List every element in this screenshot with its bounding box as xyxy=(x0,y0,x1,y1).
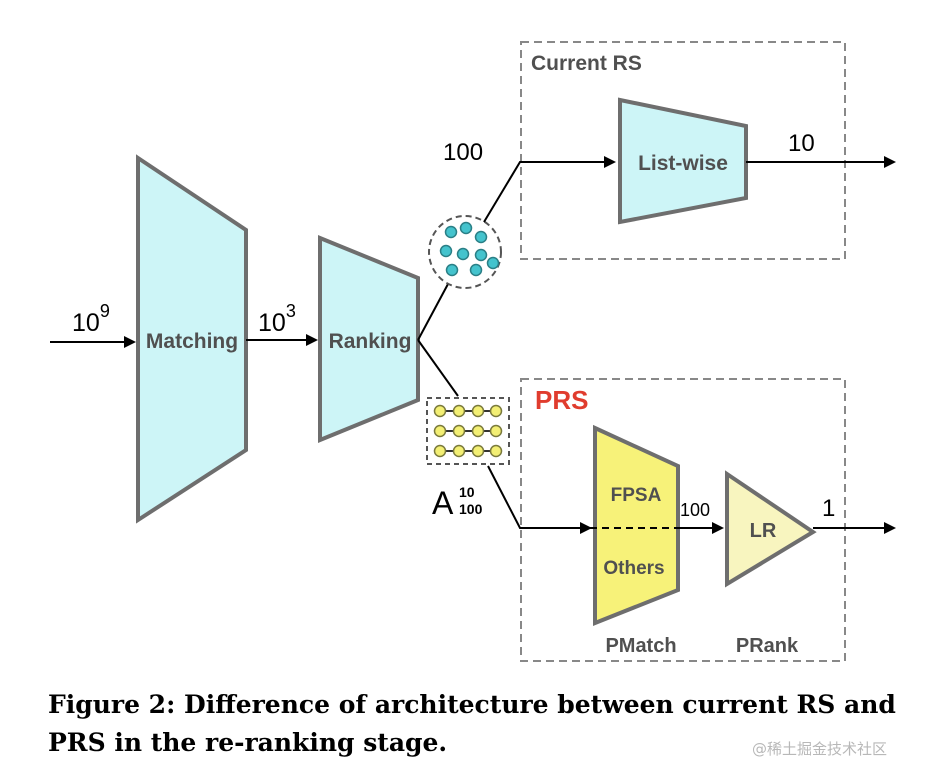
pmatch-name: PMatch xyxy=(605,635,676,657)
matching-label: Matching xyxy=(146,330,238,353)
upper-path xyxy=(483,156,616,223)
ranking-stage xyxy=(318,235,420,443)
prank-name: PRank xyxy=(736,635,799,657)
split-line-lower xyxy=(417,339,459,397)
current-rs-input-count: 100 xyxy=(443,139,483,166)
permutation-items xyxy=(433,404,503,458)
permutation-sub: 100 xyxy=(459,501,483,517)
input-count: 109 xyxy=(72,301,110,337)
prs-title: PRS xyxy=(535,385,588,415)
prs-box xyxy=(520,378,846,662)
ranking-label: Ranking xyxy=(329,330,412,353)
candidate-items xyxy=(439,221,500,277)
prs-output-count: 1 xyxy=(822,495,835,522)
current-rs-title: Current RS xyxy=(531,52,642,75)
watermark: @稀土掘金技术社区 xyxy=(752,740,888,758)
current-rs-output-count: 10 xyxy=(788,130,815,157)
current-rs-box xyxy=(520,41,846,260)
permutation-symbol: A xyxy=(432,485,454,521)
lr-label: LR xyxy=(750,520,777,542)
list-wise-label: List-wise xyxy=(638,152,728,175)
pmatch-bottom-label: Others xyxy=(603,558,664,579)
split-line-upper xyxy=(417,283,449,341)
pmatch-model xyxy=(593,424,680,626)
permutation-sup: 10 xyxy=(459,484,475,500)
lr-model xyxy=(725,470,817,588)
list-wise-model xyxy=(618,97,748,225)
permutation-rows xyxy=(437,410,499,452)
matching-stage xyxy=(136,154,248,524)
mid-count: 103 xyxy=(258,301,296,337)
lower-path xyxy=(487,465,592,534)
prs-mid-count: 100 xyxy=(680,500,710,520)
figure-caption: Figure 2: Difference of architecture bet… xyxy=(48,690,896,757)
pmatch-top-label: FPSA xyxy=(611,485,662,506)
